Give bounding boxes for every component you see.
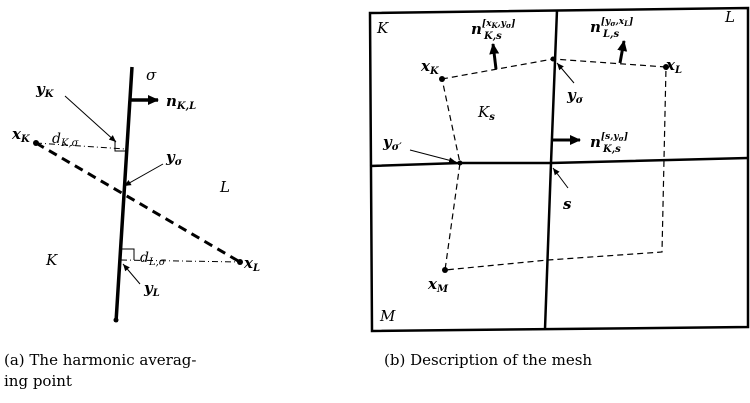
pointer-yl [122,263,141,285]
point-ysigma-b [550,56,556,62]
mesh-horizontal-edge [369,156,749,168]
normal-arrow-k [489,43,500,70]
label-region-m-b: M [379,307,396,325]
label-dls: dL,σ [140,250,167,268]
interface-end-dot [113,317,119,323]
pointer-ysigmap-b [409,149,457,164]
point-xk-b [439,76,445,82]
label-region-l-b: L [724,8,735,26]
pointer-s-b [552,167,569,189]
caption-a-line1: (a) The harmonic averag- [4,351,196,369]
right-angle-k [114,140,125,152]
label-ysigma-b: yσ [566,86,584,106]
label-ks: Ks [477,103,495,123]
label-region-l: L [219,178,230,196]
mesh-outer-frame [368,6,750,333]
pointer-ysigma-b [556,62,575,84]
label-s-b: s [563,195,572,213]
perp-line-k [35,142,126,150]
label-ysigmap-b: yσ′ [382,133,402,153]
caption-a-line2: ing point [4,372,72,390]
label-region-k: K [45,251,58,269]
point-xm-b [442,267,448,273]
label-ysigma: yσ [165,148,183,168]
label-yk: yK [35,80,55,100]
pointer-yk [64,95,117,143]
label-dks: dK,σ [52,131,80,149]
label-n-s-sub: K,s [602,144,621,155]
pointer-ysigma [123,163,164,187]
dual-cell-dashed [441,58,667,271]
normal-arrow-l [617,40,628,64]
label-n-k-sub: K,s [483,31,502,42]
caption-b: (b) Description of the mesh [384,351,592,369]
label-xl: xL [243,254,260,274]
label-n-l-sub: L,s [602,29,620,40]
label-xm-b: xM [427,275,449,295]
point-ysigmap-b [457,160,463,166]
right-angle-l [122,248,135,260]
perp-line-l [120,259,241,263]
label-xk-b: xK [420,57,440,77]
label-n-l: n[yσ,xL] [590,17,633,36]
label-yl: yL [143,279,160,299]
interface-line [114,66,134,323]
label-xk: xK [11,125,31,145]
label-xl-b: xL [665,56,682,76]
label-n-s: n[s,yσ] [590,132,628,151]
label-n-k: n[xK,yσ] [471,19,515,38]
panel-b: K L M n[xK,yσ] K,s n[yσ,xL] L,s xK xL yσ… [368,6,750,369]
point-xl-b [663,64,669,70]
dashed-line-xk-xl [35,141,241,264]
label-sigma: σ [146,66,157,84]
label-region-k-b: K [376,19,389,37]
panel-a: σ yK nK,L xK dK,σ yσ L K dL,σ xL yL (a) … [4,66,260,390]
label-nkl: nK,L [166,92,196,112]
